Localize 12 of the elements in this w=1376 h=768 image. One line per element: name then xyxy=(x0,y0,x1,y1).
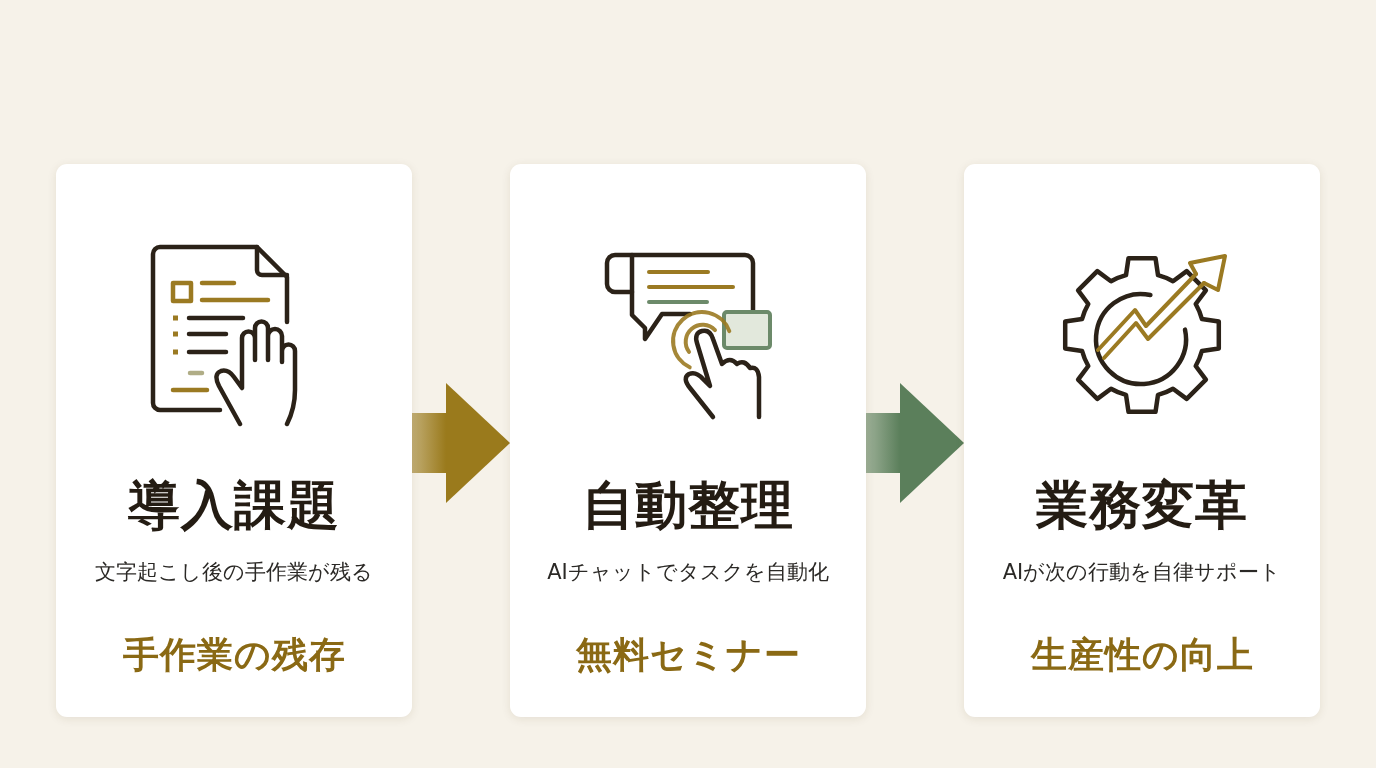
card-highlight: 手作業の残存 xyxy=(122,633,346,677)
card-title: 自動整理 xyxy=(582,475,794,535)
card-subtitle: 文字起こし後の手作業が残る xyxy=(95,559,373,586)
process-card xyxy=(510,164,866,717)
card-subtitle: AIが次の行動を自律サポート xyxy=(1002,559,1282,586)
card-highlight: 無料セミナー xyxy=(575,633,801,677)
card-title: 業務変革 xyxy=(1036,475,1248,535)
card-title: 導入課題 xyxy=(128,475,340,535)
card-highlight: 生産性の向上 xyxy=(1030,633,1254,677)
process-card xyxy=(56,164,412,717)
card-subtitle: AIチャットでタスクを自動化 xyxy=(547,559,829,586)
process-card xyxy=(964,164,1320,717)
